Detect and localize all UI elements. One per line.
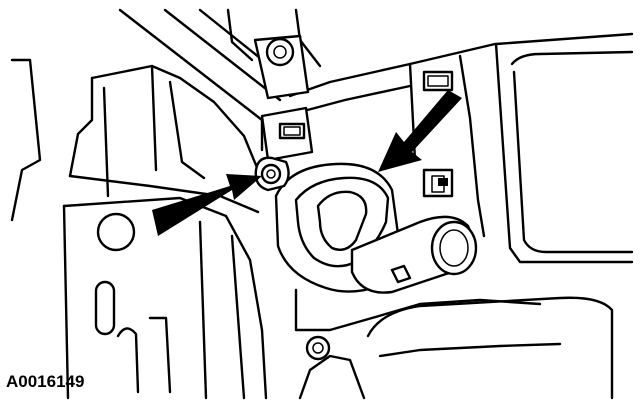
lower-bolt: [305, 335, 331, 361]
outlet-tube: [350, 215, 478, 294]
sensor-mounting-bolt: [254, 156, 290, 192]
left-bracket: [10, 58, 260, 222]
tube-clip: [390, 264, 412, 284]
figure-id-label: A0016149: [6, 372, 85, 391]
lower-body: [294, 288, 614, 400]
arrow-right-pointing-sensor: [378, 90, 462, 172]
upper-mounting-bolt: [253, 34, 310, 100]
right-housing: [408, 32, 634, 264]
center-bracket: [260, 106, 314, 162]
arrow-left-pointing-bolt: [152, 174, 262, 236]
lower-left-panel: [62, 196, 268, 400]
panel-hole-round: [96, 212, 136, 252]
panel-slot-upper: [94, 280, 116, 336]
